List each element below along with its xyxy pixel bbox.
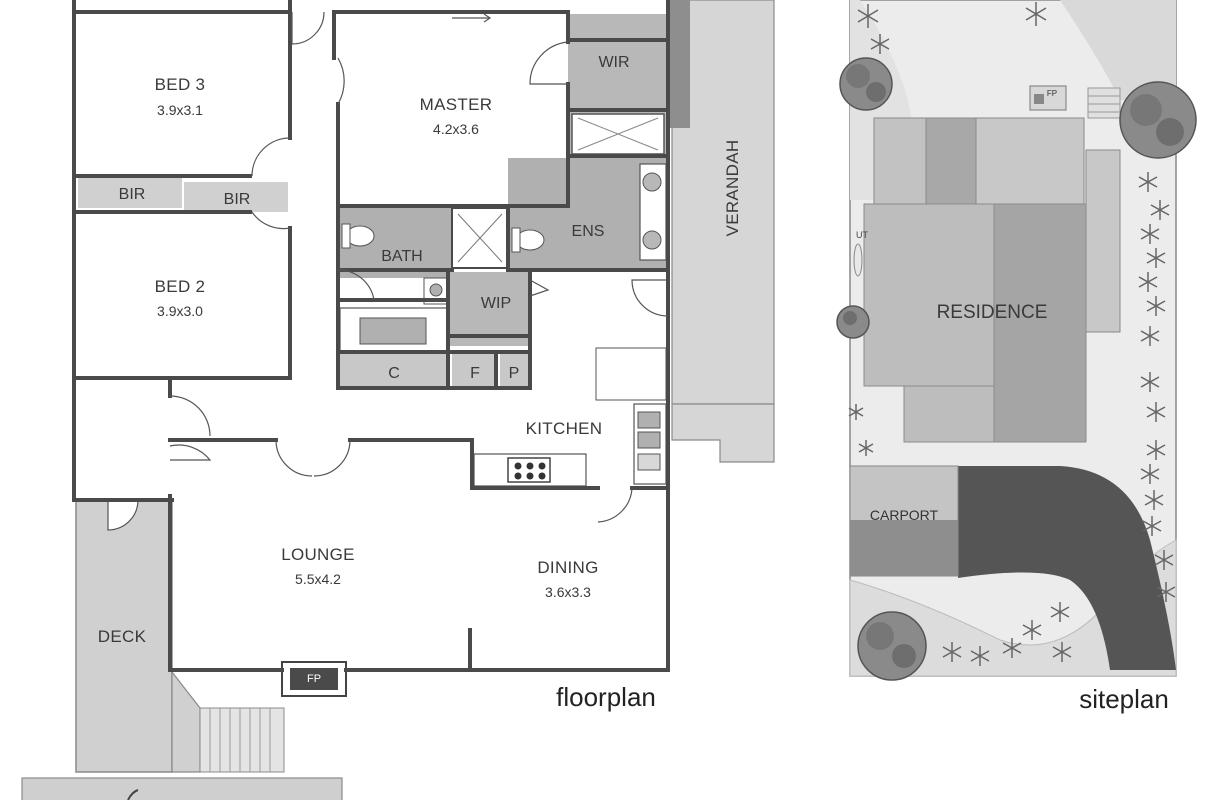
tree-3 [836,305,870,339]
verandah: VERANDAH [668,0,775,463]
ensuite-label: ENS [572,223,605,240]
shrub [1138,272,1158,292]
bed2-name: BED 2 [155,277,206,296]
shrub [1146,296,1166,316]
dining-dims: 3.6x3.3 [545,584,591,600]
walls [72,0,670,672]
shrub [1002,638,1022,658]
shrub [970,646,990,666]
shrub [1025,2,1047,26]
master-dims: 4.2x3.6 [433,121,479,137]
wip-floor [448,272,530,346]
bir-right-label: BIR [224,191,251,208]
siteplan: RESIDENCE FP UT CARPORT [836,0,1197,714]
bir-right [184,182,288,212]
shrubs [848,2,1176,666]
shrub [857,4,879,28]
master-name: MASTER [420,95,493,114]
shrub [1050,602,1070,622]
cupboard-c-label: C [388,365,400,382]
trees [836,57,1197,681]
deck-stairs [199,707,285,773]
fixtures [281,113,667,697]
floorplan: DECK VERANDAH [21,0,775,800]
cupboard-f-label: F [470,365,480,382]
shrub [1146,402,1166,422]
room-labels: BED 3 3.9x3.1 BED 2 3.9x3.0 MASTER 4.2x3… [119,54,630,685]
shrub [870,34,890,54]
kitchen-label: KITCHEN [526,419,603,438]
tree-4 [857,611,927,681]
deck-label: DECK [98,627,147,646]
water-tank [853,243,863,277]
cupboard-p-label: P [509,365,520,382]
bed2-dims: 3.9x3.0 [157,303,203,319]
deck: DECK [21,499,343,800]
fireplace-label: FP [307,673,321,685]
carport: CARPORT [849,465,959,577]
tree-1 [839,57,893,111]
tree-2 [1119,81,1197,159]
shrub [1150,200,1170,220]
shrub [1022,620,1042,640]
shrub [1138,172,1158,192]
driveway [958,466,1176,670]
shrub [1144,490,1164,510]
bed3-dims: 3.9x3.1 [157,102,203,118]
siteplan-caption: siteplan [1079,684,1169,714]
floorplan-caption: floorplan [556,682,656,712]
shrub [1140,224,1160,244]
doors [169,11,669,523]
ut-label: UT [856,230,868,240]
lounge-name: LOUNGE [281,545,355,564]
shrub [1154,550,1174,570]
bed3-name: BED 3 [155,75,206,94]
bath-label: BATH [381,248,422,265]
verandah-label: VERANDAH [723,140,742,237]
cupboard-c [340,354,450,386]
path-slab [21,777,343,800]
site-steps [1087,87,1121,119]
residence-label: RESIDENCE [937,302,1048,323]
bir-left [78,178,182,208]
site-fp-label: FP [1047,89,1057,98]
shrub [1142,516,1162,536]
shrub [1146,440,1166,460]
carport-label: CARPORT [870,507,939,523]
cupboard-p [500,354,530,386]
lounge-dims: 5.5x4.2 [295,571,341,587]
shrub [1052,642,1072,662]
shrub [1146,248,1166,268]
bir-left-label: BIR [119,186,146,203]
shrub [1140,464,1160,484]
shrub [1156,582,1176,602]
shrub [848,404,864,420]
shrub [1140,372,1160,392]
cupboard-f [452,354,496,386]
shrub [1140,326,1160,346]
wip-label: WIP [481,295,511,312]
residence-roof: RESIDENCE [863,117,1121,443]
shrub [942,642,962,662]
fridge-space [595,347,667,401]
dining-name: DINING [537,558,598,577]
wir-label: WIR [598,54,629,71]
shrub [858,440,874,456]
front-lawn [1060,0,1176,100]
